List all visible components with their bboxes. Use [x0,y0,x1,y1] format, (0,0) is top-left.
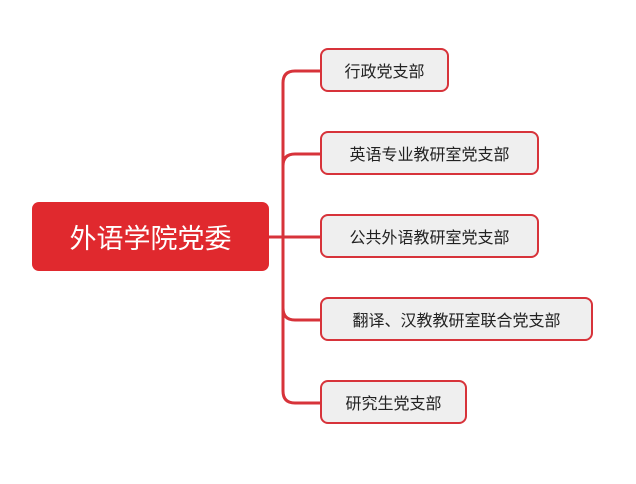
child-node[interactable]: 公共外语教研室党支部 [320,214,539,258]
child-node[interactable]: 行政党支部 [320,48,449,92]
child-label: 研究生党支部 [345,394,442,413]
child-label: 英语专业教研室党支部 [349,145,510,164]
child-node[interactable]: 翻译、汉教教研室联合党支部 [320,297,593,341]
child-node[interactable]: 英语专业教研室党支部 [320,131,539,175]
connector-child-4 [281,307,320,322]
child-label: 行政党支部 [344,62,425,81]
child-node[interactable]: 研究生党支部 [320,380,467,424]
child-label: 公共外语教研室党支部 [349,228,510,247]
child-label: 翻译、汉教教研室联合党支部 [352,311,561,330]
root-label: 外语学院党委 [69,224,232,255]
root-node[interactable]: 外语学院党委 [32,202,269,271]
connector-child-2 [281,152,320,167]
